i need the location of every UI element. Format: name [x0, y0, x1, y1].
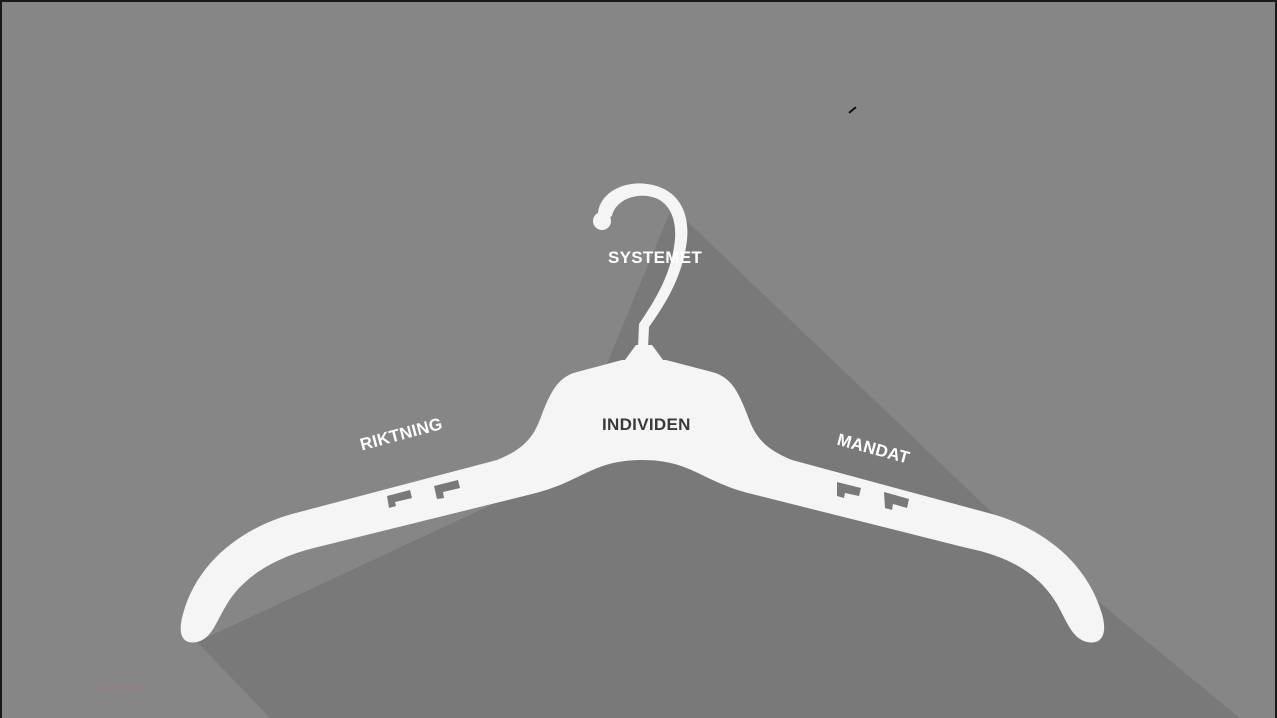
label-systemet: SYSTEMET [608, 248, 702, 268]
label-individen: INDIVIDEN [602, 415, 691, 435]
classification-footer: EXTERNAL [94, 683, 151, 694]
